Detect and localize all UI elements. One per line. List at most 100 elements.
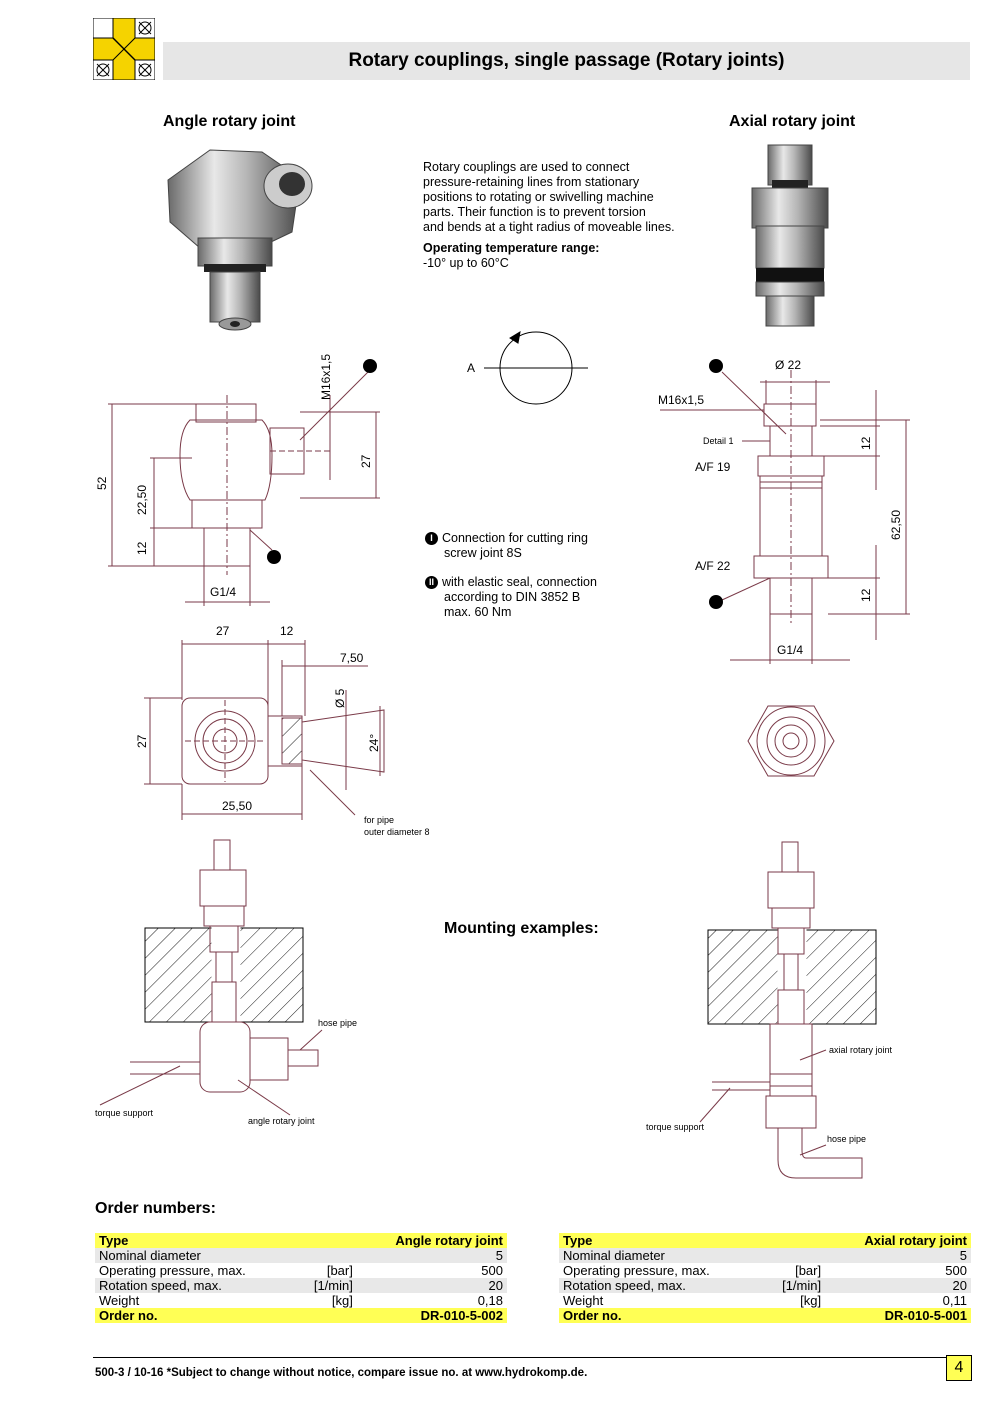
axial-joint-title: Axial rotary joint <box>729 113 856 130</box>
row-value: 20 <box>825 1278 971 1293</box>
legend-text: Connection for cutting ring <box>442 531 588 545</box>
row-label: Rotation speed, max. <box>95 1278 296 1293</box>
row-unit: [kg] <box>331 1293 353 1308</box>
row-label: Weight <box>99 1293 140 1308</box>
pipe-note: outer diameter 8 <box>364 827 430 837</box>
dim-label: 12 <box>135 541 149 555</box>
row-unit: [1/min] <box>763 1278 826 1293</box>
rotation-symbol <box>484 331 588 405</box>
dim-label: G1/4 <box>777 643 803 657</box>
row-unit <box>763 1248 826 1263</box>
table-row: Operating pressure, max. [bar] 500 <box>95 1263 507 1278</box>
mount-label: torque support <box>646 1122 705 1132</box>
dim-label: 62,50 <box>889 510 903 540</box>
dim-label: 24° <box>367 734 381 752</box>
legend-text: with elastic seal, connection <box>442 575 597 589</box>
row-unit: [1/min] <box>295 1278 357 1293</box>
dim-label: A/F 22 <box>695 559 731 573</box>
table-row: Nominal diameter 5 <box>559 1248 971 1263</box>
angle-joint-front-view <box>108 371 380 606</box>
legend-item-seal: II with elastic seal, connection accordin… <box>425 575 597 620</box>
table-row: Nominal diameter 5 <box>95 1248 507 1263</box>
intro-text: Rotary couplings are used to connect pre… <box>423 160 723 271</box>
footer-text: 500-3 / 10-16 *Subject to change without… <box>95 1367 588 1379</box>
mount-label: axial rotary joint <box>829 1045 893 1055</box>
row-unit: [kg] <box>800 1293 822 1308</box>
type-value: Angle rotary joint <box>356 1233 507 1248</box>
row-value: 0,11 <box>942 1293 967 1308</box>
dim-label: 12 <box>859 436 873 450</box>
order-number: DR-010-5-002 <box>356 1308 507 1323</box>
mounting-title: Mounting examples: <box>444 920 599 937</box>
row-label: Nominal diameter <box>95 1248 296 1263</box>
row-value: 20 <box>356 1278 507 1293</box>
type-label: Type <box>95 1233 296 1248</box>
intro-line: and bends at a tight radius of moveable … <box>423 220 675 234</box>
row-label: Rotation speed, max. <box>559 1278 764 1293</box>
order-table-axial: Type Axial rotary joint Nominal diameter… <box>559 1233 971 1323</box>
legend-text: according to DIN 3852 B <box>444 590 581 604</box>
order-table-angle: Type Angle rotary joint Nominal diameter… <box>95 1233 507 1323</box>
dim-label: M16x1,5 <box>319 354 333 400</box>
row-value: 5 <box>356 1248 507 1263</box>
order-label: Order no. <box>559 1308 764 1323</box>
dim-label: A/F 19 <box>695 460 731 474</box>
row-label: Nominal diameter <box>559 1248 764 1263</box>
angle-joint-photo <box>167 149 313 331</box>
footer-divider <box>93 1357 970 1358</box>
mount-label: hose pipe <box>318 1018 357 1028</box>
row-label: Weight <box>563 1293 604 1308</box>
dim-label: 22,50 <box>135 485 149 515</box>
row-unit: [bar] <box>326 1263 353 1278</box>
dim-label: M16x1,5 <box>658 393 704 407</box>
axial-joint-photo <box>751 144 829 327</box>
dim-label: Ø 22 <box>775 358 801 372</box>
dim-label: 12 <box>280 624 294 638</box>
table-row: Order no. DR-010-5-002 <box>95 1308 507 1323</box>
row-label: Operating pressure, max. <box>99 1263 246 1278</box>
marker-2-icon <box>709 595 723 609</box>
type-value: Axial rotary joint <box>825 1233 971 1248</box>
page-number: 4 <box>946 1355 972 1381</box>
row-value: 5 <box>825 1248 971 1263</box>
table-row: Weight [kg] 0,11 <box>559 1293 971 1308</box>
axial-joint-front-view <box>660 370 910 664</box>
mounting-example-right <box>699 841 877 1179</box>
dim-label: 27 <box>359 454 373 468</box>
row-label: Operating pressure, max. <box>563 1263 710 1278</box>
mount-label: hose pipe <box>827 1134 866 1144</box>
temp-value: -10° up to 60°C <box>423 256 509 270</box>
angle-joint-title: Angle rotary joint <box>163 113 296 130</box>
table-row: Order no. DR-010-5-001 <box>559 1308 971 1323</box>
marker-1-icon <box>363 359 377 373</box>
company-logo <box>93 18 155 80</box>
intro-line: pressure-retaining lines from stationary <box>423 175 640 189</box>
table-row: Operating pressure, max. [bar] 500 <box>559 1263 971 1278</box>
table-row: Type Axial rotary joint <box>559 1233 971 1248</box>
marker-2-icon: II <box>425 576 438 589</box>
marker-1-icon: I <box>425 532 438 545</box>
row-value: 0,18 <box>477 1293 503 1308</box>
row-value: 500 <box>481 1263 503 1278</box>
dim-label: 52 <box>95 476 109 490</box>
order-number: DR-010-5-001 <box>825 1308 971 1323</box>
dim-label: G1/4 <box>210 585 236 599</box>
dim-label: 12 <box>859 588 873 602</box>
title-bar: Rotary couplings, single passage (Rotary… <box>163 42 970 80</box>
mounting-example-left <box>99 839 323 1116</box>
marker-1-icon <box>709 359 723 373</box>
row-value: 500 <box>945 1263 967 1278</box>
order-title: Order numbers: <box>95 1200 216 1217</box>
dim-label: 25,50 <box>222 799 252 813</box>
table-row: Weight [kg] 0,18 <box>95 1293 507 1308</box>
mount-label: angle rotary joint <box>248 1116 315 1126</box>
order-label: Order no. <box>95 1308 296 1323</box>
page-title: Rotary couplings, single passage (Rotary… <box>348 50 785 71</box>
axial-joint-hex-view <box>747 705 835 777</box>
dim-label: 7,50 <box>340 651 364 665</box>
row-unit <box>295 1248 357 1263</box>
marker-2-icon <box>267 550 281 564</box>
detail-label: Detail 1 <box>703 436 734 446</box>
dim-label: 27 <box>216 624 230 638</box>
